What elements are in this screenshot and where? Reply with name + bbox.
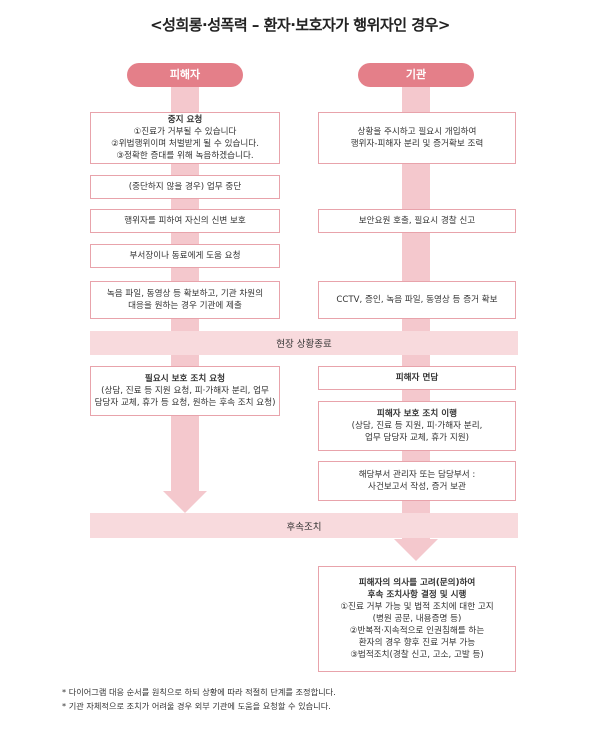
footnote-2: * 기관 자체적으로 조치가 어려울 경우 외부 기관에 도움을 요청할 수 있… (62, 701, 331, 711)
institution-step-protection-measures: 피해자 보호 조치 이행 (상담, 진료 등 지원, 피·가해자 분리, 업무 … (318, 401, 516, 451)
institution-step-incident-report: 해당부서 관리자 또는 담당부서 : 사건보고서 작성, 증거 보관 (318, 461, 516, 501)
institution-step-call-security: 보안요원 호출, 필요시 경찰 신고 (318, 209, 516, 233)
follow-up-band: 후속조치 (90, 513, 518, 538)
institution-step-monitor-intervene: 상황을 주시하고 필요시 개입하여 행위자-피해자 분리 및 증거확보 조력 (318, 112, 516, 164)
institution-flow-arrowhead (394, 539, 438, 561)
victim-flow-arrowhead (163, 491, 207, 513)
victim-step-self-protection: 행위자를 피하여 자신의 신변 보호 (90, 209, 280, 233)
institution-step-secure-evidence: CCTV, 증인, 녹음 파일, 동영상 등 증거 확보 (318, 281, 516, 319)
scene-end-band: 현장 상황종료 (90, 331, 518, 355)
victim-step-ask-help: 부서장이나 동료에게 도움 요청 (90, 244, 280, 268)
victim-step-stop-request: 중지 요청 ①진료가 거부될 수 있습니다 ②위법행위이며 처벌받게 될 수 있… (90, 112, 280, 164)
institution-step-follow-up-decision: 피해자의 의사를 고려(문의)하여 후속 조치사항 결정 및 시행 ①진료 거부… (318, 566, 516, 672)
institution-header: 기관 (358, 63, 474, 87)
victim-header: 피해자 (127, 63, 243, 87)
victim-step-stop-work: (중단하지 않을 경우) 업무 중단 (90, 175, 280, 199)
diagram-title: <성희롱·성폭력 – 환자·보호자가 행위자인 경우> (150, 16, 450, 34)
footnote-1: * 다이어그램 대응 순서를 원칙으로 하되 상황에 따라 적절히 단계를 조정… (62, 687, 336, 697)
victim-step-secure-evidence: 녹음 파일, 동영상 등 확보하고, 기관 차원의 대응을 원하는 경우 기관에… (90, 281, 280, 319)
institution-step-victim-interview: 피해자 면담 (318, 366, 516, 390)
victim-step-protection-request: 필요시 보호 조치 요청 (상담, 진료 등 지원 요청, 피·가해자 분리, … (90, 366, 280, 416)
